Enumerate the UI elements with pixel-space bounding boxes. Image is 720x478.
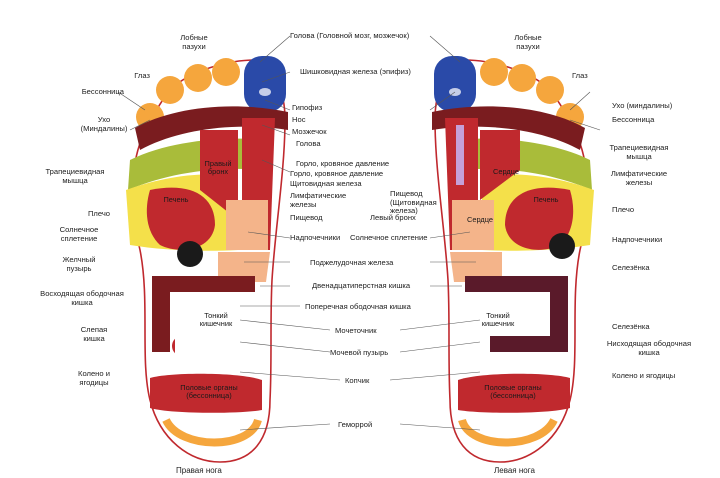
label-shoulder-right: Плечо xyxy=(87,209,110,218)
avito-watermark: Avito xyxy=(616,433,698,460)
right-bronch xyxy=(200,130,238,220)
right-pituitary-dot xyxy=(259,88,271,96)
left-liver-red xyxy=(505,187,574,250)
label-eye-left: Глаз xyxy=(572,71,588,80)
label-trapezius-left: Трапециевидная мышца xyxy=(609,143,669,161)
label-thyroid: Щитовидная железа xyxy=(290,179,362,188)
label-throat-2: Горло, кровяное давление xyxy=(290,169,384,178)
label-descending-colon: Нисходящая ободочная кишка xyxy=(606,339,692,357)
right-small-intestine-area xyxy=(175,296,250,360)
label-ear-left: Ухо (миндалины) xyxy=(612,101,673,110)
right-big-toe xyxy=(244,56,286,112)
label-transverse-colon: Поперечная ободочная кишка xyxy=(305,302,411,311)
label-bladder: Мочевой пузырь xyxy=(330,348,389,357)
right-toe-4 xyxy=(156,76,184,104)
inner-right-bronch: Правый бронх xyxy=(204,159,232,177)
left-big-toe xyxy=(434,56,476,112)
inner-liver-left: Печень xyxy=(533,195,559,204)
top-header-line xyxy=(190,0,530,10)
right-foot-title: Правая нога xyxy=(176,466,222,475)
label-solar-plexus-center: Солнечное сплетение xyxy=(350,233,428,242)
label-nose: Нос xyxy=(292,115,306,124)
right-liver xyxy=(146,187,215,250)
inner-heart: Сердце xyxy=(493,167,519,176)
label-head: Голова (Головной мозг, мозжечок) xyxy=(290,31,410,40)
label-ureter: Мочеточник xyxy=(335,326,377,335)
label-hemorrhoids: Геморрой xyxy=(338,420,373,429)
label-left-bronch: Левый бронх xyxy=(370,213,416,222)
inner-small-int-left: Тонкий кишечник xyxy=(481,311,515,329)
label-spleen-left-1: Селезёнка xyxy=(612,263,650,272)
label-pineal: Шишковидная железа (эпифиз) xyxy=(300,67,411,76)
label-spleen-left-2: Селезёнка xyxy=(612,322,650,331)
label-ear-right: Ухо (Миндалины) xyxy=(80,115,128,133)
label-gallbladder: Желчный пузырь xyxy=(62,255,96,273)
right-toe-3 xyxy=(184,64,212,92)
left-toe-2 xyxy=(480,58,508,86)
avito-logo-icon xyxy=(616,436,641,460)
label-knee-right: Колено и ягодицы xyxy=(78,369,110,387)
left-thyroid xyxy=(452,200,494,250)
label-insomnia-right: Бессонница xyxy=(81,87,124,96)
right-toe-2 xyxy=(212,58,240,86)
label-sinuses-right: Лобные пазухи xyxy=(180,33,208,51)
label-lymph: Лимфатические железы xyxy=(290,191,347,209)
right-genital-area xyxy=(150,373,262,413)
label-esophagus: Пищевод xyxy=(290,213,323,222)
right-gallbladder xyxy=(177,241,203,267)
label-sinuses-left: Лобные пазухи xyxy=(514,33,542,51)
label-shoulder-left: Плечо xyxy=(612,205,635,214)
left-genital-area xyxy=(458,373,570,413)
label-cerebellum: Мозжечок xyxy=(292,127,327,136)
left-pancreas xyxy=(450,252,502,282)
inner-liver-right: Печень xyxy=(163,195,189,204)
label-pancreas: Поджелудочная железа xyxy=(310,258,394,267)
label-trapezius-right: Трапециевидная мышца xyxy=(45,167,105,185)
label-coccyx: Копчик xyxy=(345,376,370,385)
label-ascending-colon: Восходящая ободочная кишка xyxy=(40,289,124,307)
right-thyroid xyxy=(226,200,268,250)
label-eye-right: Глаз xyxy=(134,71,150,80)
right-foot xyxy=(126,56,288,463)
left-colon xyxy=(465,276,568,352)
label-throat-1: Горло, кровяное давление xyxy=(296,159,390,168)
label-duodenum: Двенадцатиперстная кишка xyxy=(312,281,411,290)
label-lymph-left: Лимфатические железы xyxy=(610,169,668,187)
label-knee-left: Колено и ягодицы xyxy=(612,371,676,380)
leader-lines xyxy=(117,35,601,431)
avito-watermark-text: Avito xyxy=(643,433,698,459)
left-adrenal xyxy=(549,233,575,259)
inner-heart-small: Сердце xyxy=(467,215,493,224)
right-transverse-colon xyxy=(152,276,255,352)
left-toe-3 xyxy=(508,64,536,92)
inner-small-int-right: Тонкий кишечник xyxy=(199,311,233,329)
label-esophagus-thyroid: Пищевод (Щитовидная железа) xyxy=(390,189,437,216)
label-adrenal-left: Надпочечники xyxy=(612,235,663,244)
inner-genital-right: Половые органы (бессонница) xyxy=(180,383,238,401)
label-pituitary: Гипофиз xyxy=(292,103,323,112)
left-heart-area xyxy=(480,130,520,200)
left-head-band xyxy=(432,106,585,150)
label-adrenal-center: Надпочечники xyxy=(290,233,341,242)
inner-genital-left: Половые органы (бессонница) xyxy=(484,383,542,401)
left-toe-4 xyxy=(536,76,564,104)
label-insomnia-left: Бессонница xyxy=(612,115,655,124)
label-head-2: Голова xyxy=(296,139,321,148)
label-cecum: Слепая кишка xyxy=(80,325,108,343)
label-solar-plexus-right: Солнечное сплетение xyxy=(59,225,99,243)
right-pancreas xyxy=(218,252,270,282)
left-foot xyxy=(432,56,594,463)
right-head-band xyxy=(135,106,288,150)
right-hemorrhoid-arc xyxy=(162,417,262,447)
left-foot-title: Левая нога xyxy=(494,466,535,475)
left-esophagus-strip xyxy=(456,125,464,185)
